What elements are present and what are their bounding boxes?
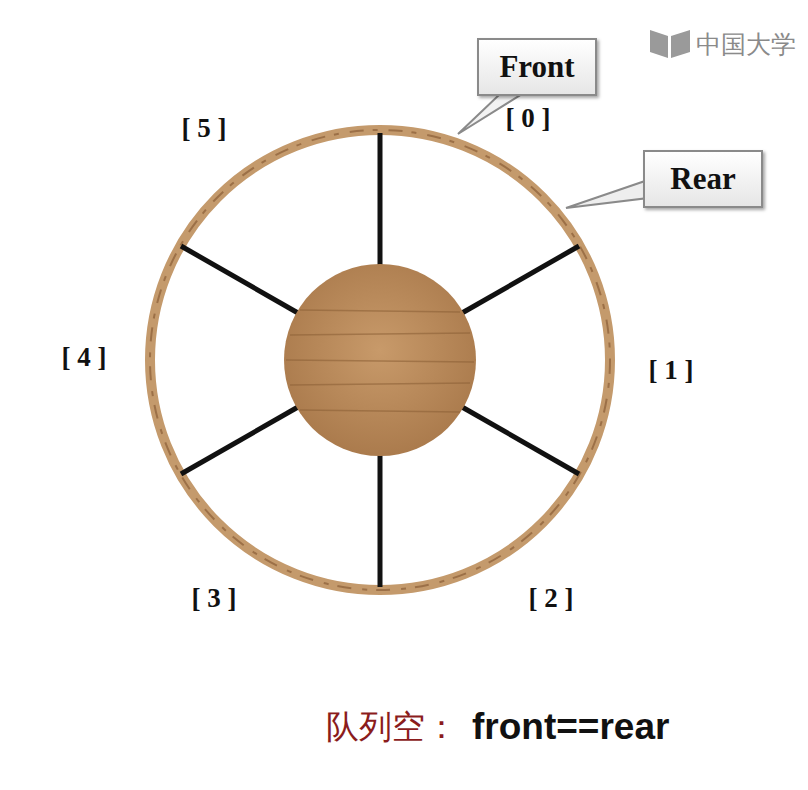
hub-grain: [286, 310, 474, 412]
caption-formula: front==rear: [472, 706, 669, 748]
queue-ring: [150, 130, 610, 590]
queue-hub: [284, 264, 476, 456]
watermark: 中国大学: [696, 28, 796, 61]
index-label: [ 5 ]: [182, 113, 227, 144]
sector-dividers: [181, 133, 579, 587]
caption-label: 队列空：: [326, 705, 458, 750]
index-label: [ 0 ]: [506, 103, 551, 134]
callout-text: Rear: [670, 161, 735, 197]
index-label: [ 4 ]: [62, 342, 107, 373]
callout-box: Front: [477, 38, 597, 96]
index-label: [ 1 ]: [649, 355, 694, 386]
callout-text: Front: [499, 49, 574, 85]
index-label: [ 2 ]: [529, 583, 574, 614]
rear-callout-tail: [566, 180, 648, 208]
index-label: [ 3 ]: [192, 583, 237, 614]
watermark-icon: [650, 30, 690, 58]
callout-box: Rear: [643, 150, 763, 208]
wood-grain: [150, 130, 610, 590]
